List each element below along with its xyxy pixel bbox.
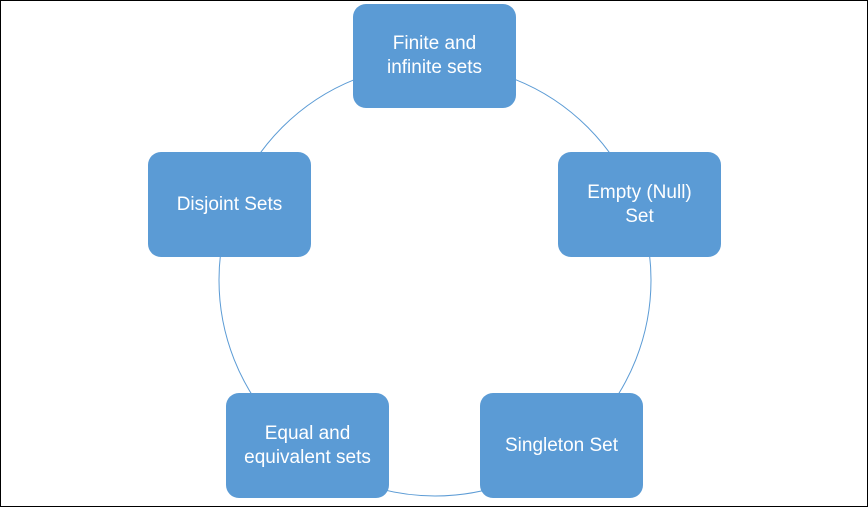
- node-label: Equal and equivalent sets: [244, 422, 371, 470]
- node-finite-and-infinite-sets: Finite and infinite sets: [353, 4, 516, 108]
- node-label-line: Singleton Set: [504, 434, 619, 456]
- node-label-line: equivalent sets: [244, 446, 371, 468]
- node-label-line: Empty (Null): [587, 181, 692, 203]
- node-label-line: infinite sets: [386, 57, 483, 78]
- node-label-line: Finite and: [392, 33, 477, 54]
- node-label: Disjoint Sets: [177, 193, 283, 217]
- node-label-line: Disjoint Sets: [176, 193, 283, 215]
- node-label: Finite and infinite sets: [387, 32, 482, 80]
- node-singleton-set: Singleton Set: [480, 393, 643, 498]
- node-label-line: Set: [625, 205, 654, 227]
- node-disjoint-sets: Disjoint Sets: [148, 152, 311, 257]
- node-label: Empty (Null) Set: [587, 181, 692, 229]
- node-equal-and-equivalent-sets: Equal and equivalent sets: [226, 393, 389, 498]
- node-label-line: Equal and: [264, 422, 351, 444]
- node-label: Singleton Set: [505, 434, 618, 458]
- node-empty-null-set: Empty (Null) Set: [558, 152, 721, 257]
